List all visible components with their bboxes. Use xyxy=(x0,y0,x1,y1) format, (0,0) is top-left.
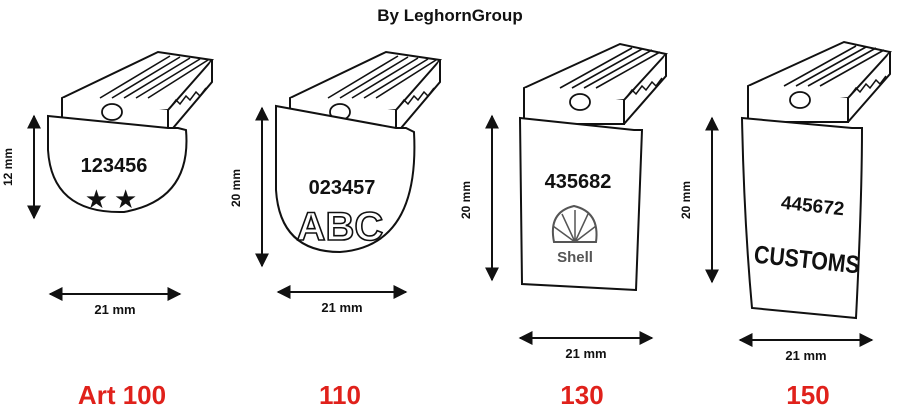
tag-body xyxy=(47,114,188,214)
article-label-130: 130 xyxy=(560,380,604,410)
strap-head xyxy=(747,40,892,123)
strap-head xyxy=(523,42,668,125)
tag-body xyxy=(518,116,644,292)
serial-number: 123456 xyxy=(81,155,148,177)
width-label: 21 mm xyxy=(785,348,826,363)
height-label: 20 mm xyxy=(679,181,693,219)
tag-body xyxy=(740,116,864,320)
serial-number: 435682 xyxy=(545,171,612,193)
star-icon: ★★ xyxy=(85,184,144,214)
shell-logo xyxy=(552,204,598,243)
width-label: 21 mm xyxy=(565,346,606,361)
seal-130: 435682 Shell 20 mm 21 mm xyxy=(459,42,668,361)
engraved-mark: ABC xyxy=(297,205,384,249)
serial-number: 023457 xyxy=(309,177,376,199)
article-label-150: 150 xyxy=(786,380,830,410)
height-label: 20 mm xyxy=(459,181,473,219)
seal-art-100: 123456 ★★ 12 mm 21 mm xyxy=(1,50,214,317)
page-title: By LeghornGroup xyxy=(377,6,523,25)
seal-110: 023457 ABC 20 mm 21 mm xyxy=(229,50,442,315)
seal-150: 445672 CUSTOMS 20 mm 21 mm xyxy=(679,40,892,363)
article-label-110: 110 xyxy=(319,380,361,410)
brand-mark: Shell xyxy=(557,249,593,266)
article-label-100: Art 100 xyxy=(77,380,167,410)
width-label: 21 mm xyxy=(94,302,135,317)
height-label: 20 mm xyxy=(229,169,243,207)
height-label: 12 mm xyxy=(1,148,15,186)
tag-body xyxy=(275,104,416,254)
width-label: 21 mm xyxy=(321,300,362,315)
